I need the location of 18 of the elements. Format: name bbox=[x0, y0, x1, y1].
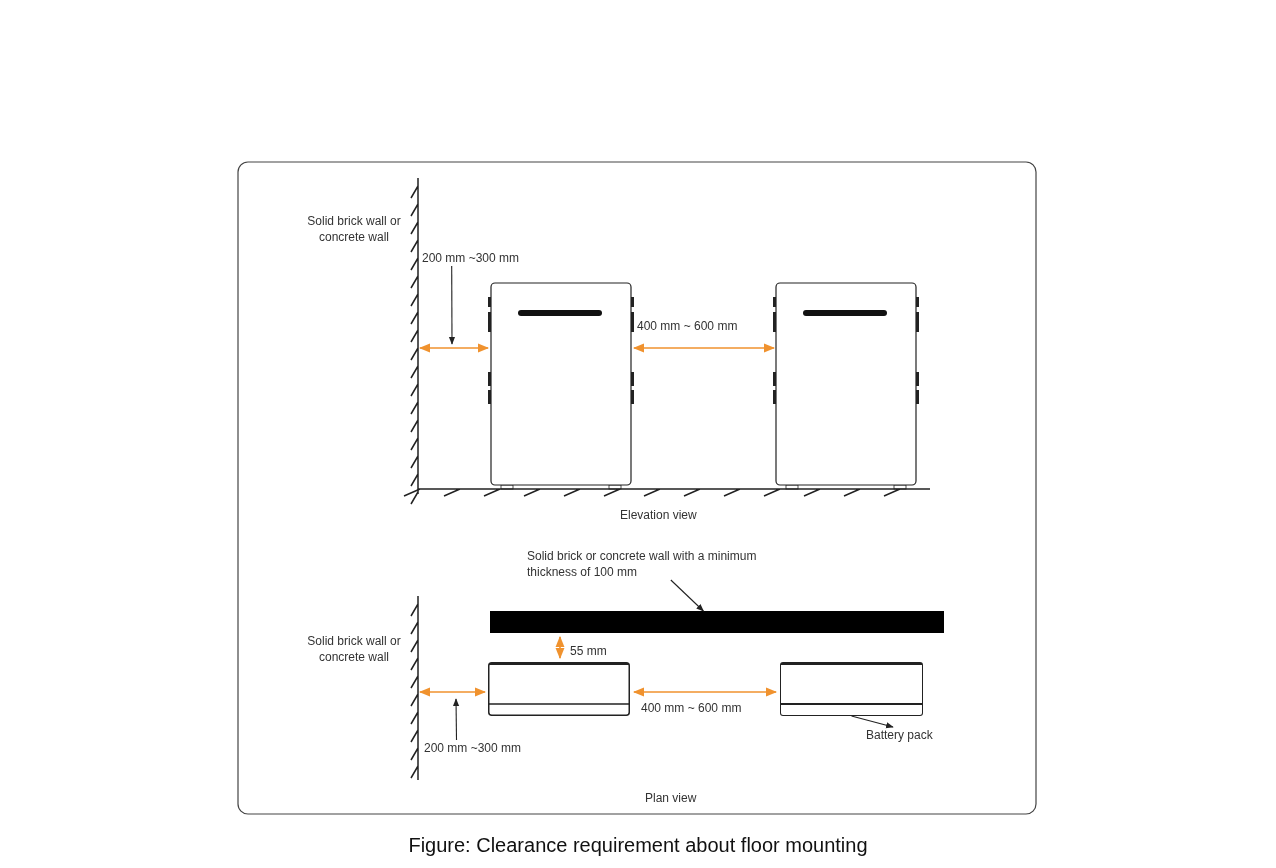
leader-line bbox=[670, 579, 704, 612]
label-text: 400 mm ~ 600 mm bbox=[641, 700, 743, 716]
label-text: Plan view bbox=[645, 790, 698, 806]
wall-bar bbox=[490, 611, 944, 633]
annotation-text: Battery pack bbox=[866, 727, 956, 743]
label-text: Solid brick wall or concrete wall bbox=[306, 633, 402, 665]
figure-caption: Figure: Clearance requirement about floor mounting bbox=[408, 834, 868, 857]
annotation-text: Solid brick or concrete wall with a minimum thickness of 100 mm bbox=[527, 548, 759, 580]
annotation-text: 200 mm ~300 mm bbox=[424, 740, 554, 756]
label-text: Solid brick wall or concrete wall bbox=[306, 213, 402, 245]
leader-line bbox=[850, 715, 894, 729]
leader-line bbox=[453, 698, 460, 741]
leader-line bbox=[448, 265, 456, 345]
label-text: 400 mm ~ 600 mm bbox=[637, 318, 739, 334]
label-text: 55 mm bbox=[570, 643, 608, 659]
battery-pack-drawing bbox=[780, 662, 923, 716]
label-text: Elevation view bbox=[620, 507, 698, 523]
annotation-text: 200 mm ~300 mm bbox=[422, 250, 557, 266]
